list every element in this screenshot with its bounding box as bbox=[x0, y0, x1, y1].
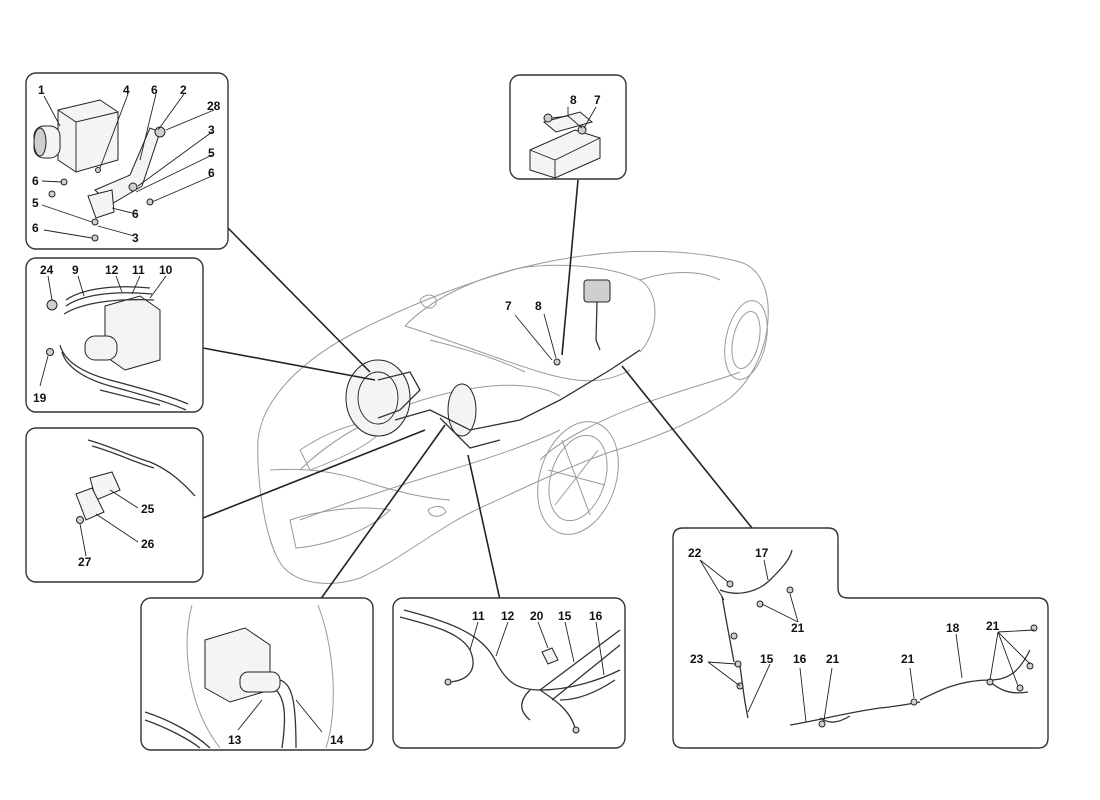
label-18: 18 bbox=[946, 621, 960, 635]
label-9: 9 bbox=[72, 263, 79, 277]
car-brake-components bbox=[345, 279, 641, 449]
label-11: 11 bbox=[132, 263, 145, 277]
panel-abs-pipes: 24 9 12 11 10 19 bbox=[25, 257, 204, 413]
label-15: 15 bbox=[760, 652, 774, 666]
label-17: 17 bbox=[755, 546, 769, 560]
label-5: 5 bbox=[32, 196, 39, 210]
label-8: 8 bbox=[570, 93, 577, 107]
label-12: 12 bbox=[105, 263, 119, 277]
label-14: 14 bbox=[330, 733, 344, 747]
label-21: 21 bbox=[826, 652, 840, 666]
label-6: 6 bbox=[208, 166, 215, 180]
label-15: 15 bbox=[558, 609, 572, 623]
label-22: 22 bbox=[688, 546, 702, 560]
label-25: 25 bbox=[141, 502, 155, 516]
label-27: 27 bbox=[78, 555, 92, 569]
label-6: 6 bbox=[32, 221, 39, 235]
label-8: 8 bbox=[535, 299, 542, 313]
label-2: 2 bbox=[180, 83, 187, 97]
label-24: 24 bbox=[40, 263, 54, 277]
car-body-callouts: 7 8 bbox=[505, 299, 542, 313]
label-23: 23 bbox=[690, 652, 704, 666]
panel-bracket: 25 26 27 bbox=[25, 427, 204, 583]
label-6: 6 bbox=[32, 174, 39, 188]
label-13: 13 bbox=[228, 733, 242, 747]
label-7: 7 bbox=[505, 299, 512, 313]
leader-lines bbox=[202, 179, 753, 601]
label-21: 21 bbox=[986, 619, 1000, 633]
panel-master-cylinder: 13 14 bbox=[140, 597, 374, 751]
label-20: 20 bbox=[530, 609, 544, 623]
label-3: 3 bbox=[208, 123, 215, 137]
label-16: 16 bbox=[589, 609, 603, 623]
label-21: 21 bbox=[901, 652, 915, 666]
label-19: 19 bbox=[33, 391, 47, 405]
panel-front-lines: 11 12 20 15 16 bbox=[392, 597, 626, 749]
panel-sensor-module: 8 7 bbox=[509, 74, 627, 180]
label-11: 11 bbox=[472, 609, 485, 623]
label-21: 21 bbox=[791, 621, 805, 635]
label-7: 7 bbox=[594, 93, 601, 107]
label-16: 16 bbox=[793, 652, 807, 666]
label-26: 26 bbox=[141, 537, 155, 551]
label-4: 4 bbox=[123, 83, 130, 97]
label-1: 1 bbox=[38, 83, 45, 97]
panel-rear-lines: 22 17 21 23 15 16 21 21 18 21 bbox=[672, 527, 1049, 749]
car-outline bbox=[257, 250, 769, 584]
label-5: 5 bbox=[208, 146, 215, 160]
label-6: 6 bbox=[151, 83, 158, 97]
label-10: 10 bbox=[159, 263, 173, 277]
label-12: 12 bbox=[501, 609, 515, 623]
label-28: 28 bbox=[207, 99, 221, 113]
label-3: 3 bbox=[132, 231, 139, 245]
label-6: 6 bbox=[132, 207, 139, 221]
panel-abs-unit: 1 4 6 2 28 3 5 6 6 6 5 6 3 bbox=[25, 72, 229, 250]
